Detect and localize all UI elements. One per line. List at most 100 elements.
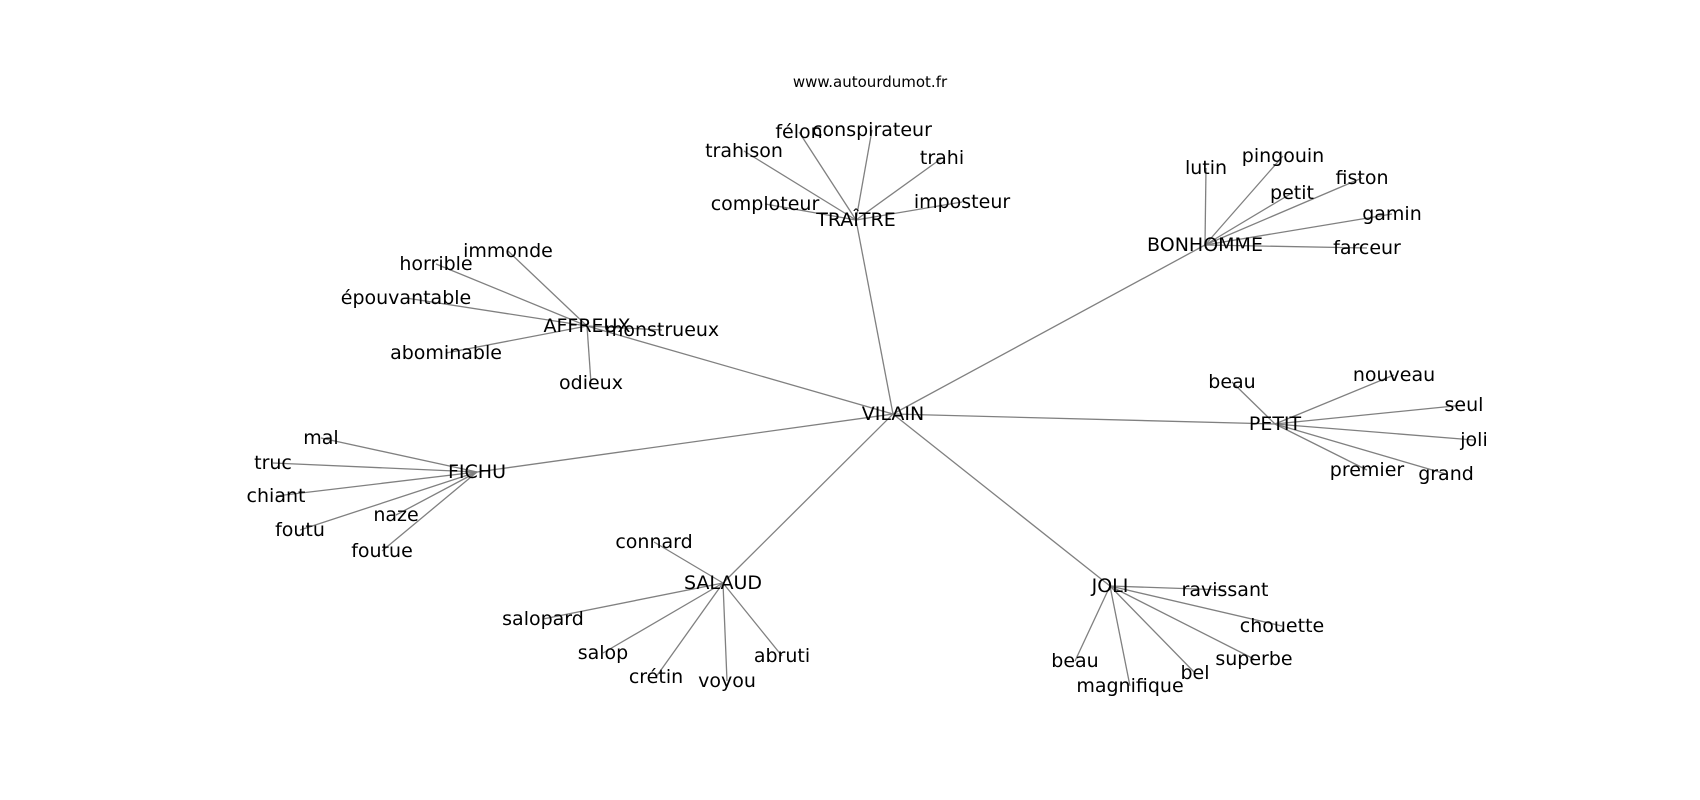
edge-petit-grand: [1274, 423, 1447, 475]
edge-vilain-joli: [892, 413, 1111, 587]
edge-affreux-immonde: [507, 250, 588, 327]
edge-affreux-epouvantable: [405, 297, 588, 327]
edge-joli-chouette: [1109, 585, 1283, 627]
edge-fichu-foutue: [381, 471, 478, 552]
node-word-traitre-imposteur: imposteur: [914, 191, 1011, 213]
node-word-petit-beau: beau: [1208, 371, 1255, 393]
node-hub-salaud: SALAUD: [684, 572, 762, 594]
node-word-affreux-immonde: immonde: [463, 240, 553, 262]
edge-affreux-odieux: [586, 325, 592, 384]
node-word-joli-beau: beau: [1051, 650, 1098, 672]
node-word-traitre-trahi: trahi: [920, 147, 964, 169]
edge-traitre-comploteur: [764, 203, 857, 221]
node-word-fichu-mal: mal: [303, 427, 338, 449]
node-hub-fichu: FICHU: [448, 461, 506, 483]
node-word-salaud-salopard: salopard: [502, 608, 584, 630]
node-word-salaud-salop: salop: [578, 642, 629, 664]
edge-salaud-abruti: [722, 582, 783, 657]
node-word-bonhomme-gamin: gamin: [1362, 203, 1422, 225]
edge-bonhomme-pingouin: [1204, 155, 1284, 246]
node-word-traitre-felon: félon: [775, 121, 822, 143]
edge-affreux-abominable: [445, 325, 588, 354]
watermark: www.autourdumot.fr: [793, 73, 948, 91]
graph-edges: [272, 129, 1475, 687]
node-word-fichu-foutu: foutu: [275, 519, 325, 541]
edge-bonhomme-petit: [1204, 192, 1293, 246]
edge-fichu-naze: [395, 471, 478, 516]
node-word-bonhomme-fiston: fiston: [1336, 167, 1389, 189]
edge-joli-magnifique: [1109, 585, 1131, 687]
edge-vilain-salaud: [722, 413, 894, 584]
graph-labels: www.autourdumot.fr VILAINtrahisonfélonco…: [247, 73, 1488, 697]
edge-fichu-truc: [272, 462, 478, 473]
edge-vilain-traitre: [855, 219, 894, 415]
node-word-joli-magnifique: magnifique: [1076, 675, 1183, 697]
node-word-fichu-truc: truc: [254, 452, 292, 474]
edge-salaud-salopard: [542, 582, 724, 620]
edge-petit-seul: [1274, 404, 1465, 425]
edge-salaud-cretin: [655, 582, 724, 678]
edge-traitre-trahison: [743, 150, 857, 221]
node-word-affreux-monstrueux: monstrueux: [605, 319, 719, 341]
node-hub-joli: JOLI: [1091, 575, 1129, 597]
node-word-joli-chouette: chouette: [1240, 615, 1324, 637]
edge-bonhomme-fiston: [1204, 177, 1363, 246]
node-word-fichu-chiant: chiant: [247, 485, 306, 507]
edge-petit-nouveau: [1274, 374, 1395, 425]
node-word-petit-nouveau: nouveau: [1353, 364, 1435, 386]
node-word-affreux-odieux: odieux: [559, 372, 623, 394]
node-word-petit-grand: grand: [1418, 463, 1474, 485]
edge-petit-joli: [1274, 423, 1475, 441]
node-word-bonhomme-petit: petit: [1270, 182, 1314, 204]
edge-petit-beau: [1231, 381, 1276, 425]
node-word-salaud-cretin: crétin: [629, 666, 683, 688]
node-hub-affreux: AFFREUX: [544, 315, 631, 337]
edge-vilain-bonhomme: [892, 244, 1206, 415]
edge-fichu-mal: [320, 437, 478, 473]
edge-traitre-trahi: [855, 157, 943, 221]
edge-fichu-chiant: [275, 471, 478, 497]
edge-vilain-affreux: [586, 325, 894, 415]
edge-traitre-conspirateur: [855, 129, 873, 221]
node-word-bonhomme-pingouin: pingouin: [1242, 145, 1324, 167]
edge-affreux-horrible: [435, 263, 588, 327]
edge-joli-bel: [1109, 585, 1196, 674]
node-word-joli-bel: bel: [1180, 662, 1209, 684]
node-hub-petit: PETIT: [1249, 413, 1302, 435]
edge-affreux-monstrueux: [586, 325, 663, 331]
edge-fichu-foutu: [299, 471, 478, 531]
edge-traitre-imposteur: [855, 201, 963, 221]
node-word-salaud-abruti: abruti: [754, 645, 810, 667]
node-word-fichu-naze: naze: [373, 504, 418, 526]
edge-joli-beau: [1074, 585, 1111, 662]
node-word-bonhomme-lutin: lutin: [1185, 157, 1227, 179]
node-word-petit-joli: joli: [1459, 429, 1487, 451]
edge-joli-ravissant: [1109, 585, 1226, 591]
node-word-traitre-trahison: trahison: [705, 140, 783, 162]
node-word-petit-seul: seul: [1445, 394, 1484, 416]
node-word-joli-superbe: superbe: [1215, 648, 1292, 670]
edge-bonhomme-gamin: [1204, 213, 1393, 246]
node-word-traitre-conspirateur: conspirateur: [812, 119, 932, 141]
node-word-affreux-abominable: abominable: [390, 342, 502, 364]
edge-salaud-connard: [653, 541, 724, 584]
edge-petit-premier: [1274, 423, 1368, 471]
edge-traitre-felon: [798, 131, 857, 221]
edge-vilain-petit: [892, 413, 1276, 425]
edge-bonhomme-lutin: [1204, 167, 1207, 246]
node-word-fichu-foutue: foutue: [351, 540, 413, 562]
node-word-bonhomme-farceur: farceur: [1333, 237, 1401, 259]
node-word-affreux-horrible: horrible: [399, 253, 472, 275]
edge-vilain-fichu: [476, 413, 894, 473]
edge-bonhomme-farceur: [1204, 244, 1368, 249]
edge-joli-superbe: [1109, 585, 1255, 660]
node-word-joli-ravissant: ravissant: [1182, 579, 1269, 601]
node-hub-bonhomme: BONHOMME: [1147, 234, 1263, 256]
node-word-salaud-voyou: voyou: [698, 670, 756, 692]
node-word-petit-premier: premier: [1330, 459, 1405, 481]
node-word-salaud-connard: connard: [615, 531, 692, 553]
edge-salaud-salop: [602, 582, 724, 654]
node-word-traitre-comploteur: comploteur: [711, 193, 820, 215]
node-hub-traitre: TRAÎTRE: [815, 208, 895, 231]
